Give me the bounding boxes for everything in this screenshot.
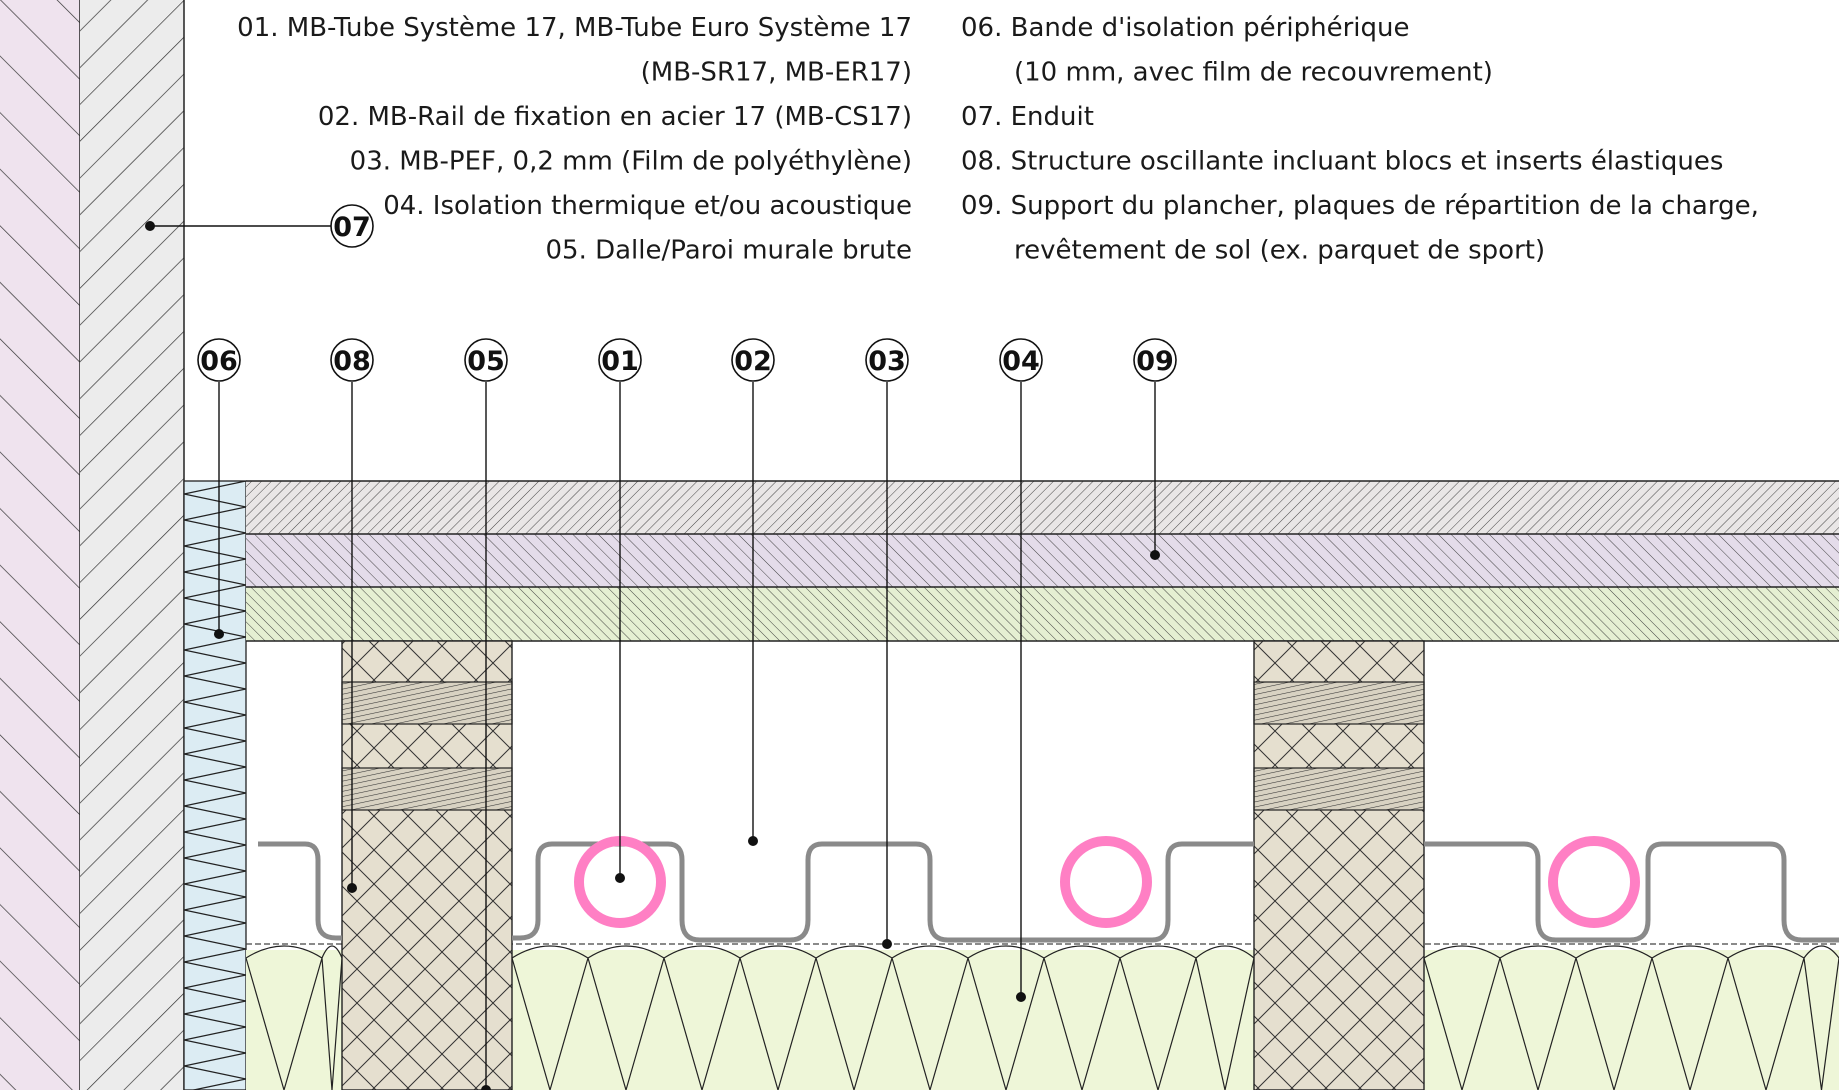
legend-item-01: 01. MB-Tube Système 17, MB-Tube Euro Sys…	[237, 13, 912, 43]
tube-2	[1060, 836, 1152, 928]
oscillating-structure-blocks	[341, 640, 1425, 1090]
edge-insulation-zigzag	[184, 481, 246, 1090]
svg-text:07: 07	[333, 212, 371, 243]
marker-04: 04	[999, 338, 1043, 382]
marker-06: 06	[197, 338, 241, 382]
svg-text:05: 05	[467, 346, 505, 377]
svg-text:03: 03	[868, 346, 906, 377]
legend-item-06: 06. Bande d'isolation périphérique	[961, 13, 1409, 43]
svg-text:08: 08	[333, 346, 371, 377]
svg-text:09: 09	[1136, 346, 1174, 377]
svg-text:02: 02	[734, 346, 772, 377]
legend-item-09: revêtement de sol (ex. parquet de sport)	[1014, 236, 1545, 266]
floor-mid-hatch	[246, 534, 1839, 587]
legend-item-02: 02. MB-Rail de fixation en acier 17 (MB-…	[318, 102, 912, 132]
wall-slab-hatch	[0, 0, 80, 1090]
fixing-rail	[258, 841, 1839, 943]
marker-08: 08	[330, 338, 374, 382]
callout-markers: 06 08 05 01 02 03 04 09 07	[197, 204, 1177, 382]
marker-03: 03	[865, 338, 909, 382]
marker-07: 07	[330, 204, 374, 248]
legend-item-03: 03. MB-PEF, 0,2 mm (Film de polyéthylène…	[350, 147, 912, 177]
legend-item-01: (MB-SR17, MB-ER17)	[641, 58, 912, 88]
svg-text:01: 01	[601, 346, 639, 377]
leader-lines	[145, 221, 1160, 1090]
legend-item-07: 07. Enduit	[961, 102, 1094, 132]
marker-09: 09	[1133, 338, 1177, 382]
floor-bottom-hatch	[246, 587, 1839, 641]
marker-01: 01	[598, 338, 642, 382]
tube-3	[1548, 836, 1640, 928]
oscillating-block-2	[1253, 640, 1425, 1090]
legend-item-09: 09. Support du plancher, plaques de répa…	[961, 191, 1759, 221]
legend-item-06: (10 mm, avec film de recouvrement)	[1014, 58, 1493, 88]
insulation-pattern	[245, 945, 1839, 1090]
svg-text:06: 06	[200, 346, 238, 377]
legend-item-05: 05. Dalle/Paroi murale brute	[545, 236, 912, 266]
legend-item-08: 08. Structure oscillante incluant blocs …	[961, 147, 1723, 177]
legend: 01. MB-Tube Système 17, MB-Tube Euro Sys…	[237, 13, 1759, 266]
marker-02: 02	[731, 338, 775, 382]
heating-tubes	[574, 836, 1640, 928]
svg-text:04: 04	[1002, 346, 1040, 377]
legend-item-04: 04. Isolation thermique et/ou acoustique	[383, 191, 912, 221]
floor-top-hatch	[246, 481, 1839, 534]
oscillating-block-1	[341, 640, 513, 1090]
plaster-hatch	[80, 0, 184, 1090]
marker-05: 05	[464, 338, 508, 382]
